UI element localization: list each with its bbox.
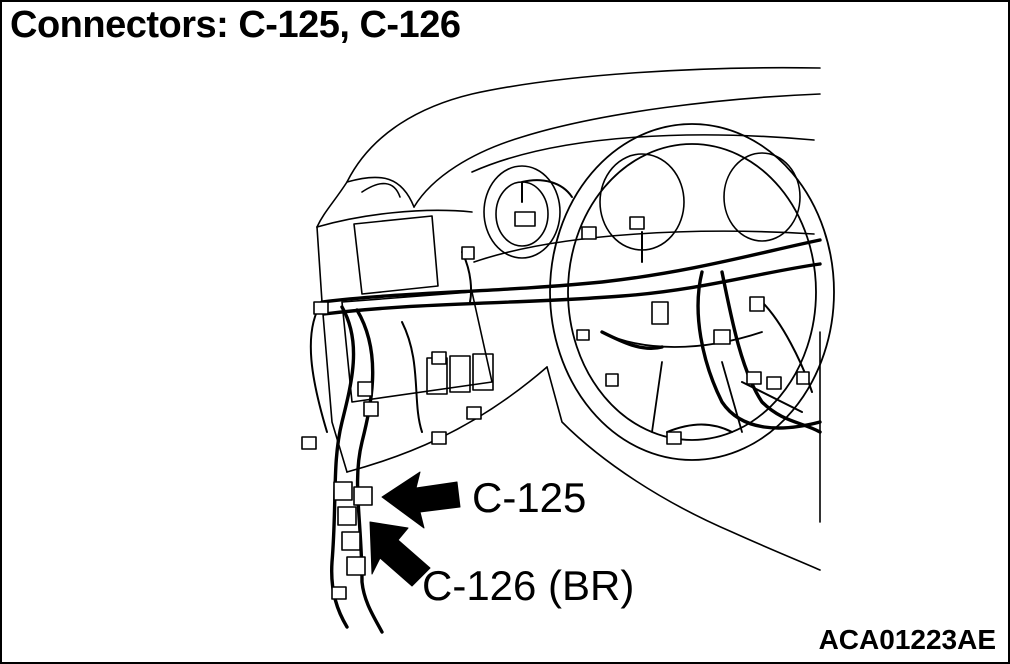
steering-wheel bbox=[549, 123, 835, 461]
callout-arrows bbox=[369, 471, 461, 587]
figure-code: ACA01223AE bbox=[818, 624, 996, 655]
page-title: Connectors: C-125, C-126 bbox=[10, 4, 461, 46]
wiring-harness bbox=[320, 238, 822, 634]
instrument-cluster bbox=[471, 134, 815, 263]
wiring-branches bbox=[309, 179, 813, 433]
callout-label-c126: C-126 (BR) bbox=[422, 562, 635, 609]
arrow-c126 bbox=[369, 521, 431, 587]
dashboard-outline bbox=[316, 66, 821, 571]
connectors bbox=[301, 211, 810, 600]
callout-label-c125: C-125 bbox=[472, 474, 587, 521]
center-panel bbox=[341, 215, 494, 403]
arrow-c125 bbox=[381, 471, 461, 529]
